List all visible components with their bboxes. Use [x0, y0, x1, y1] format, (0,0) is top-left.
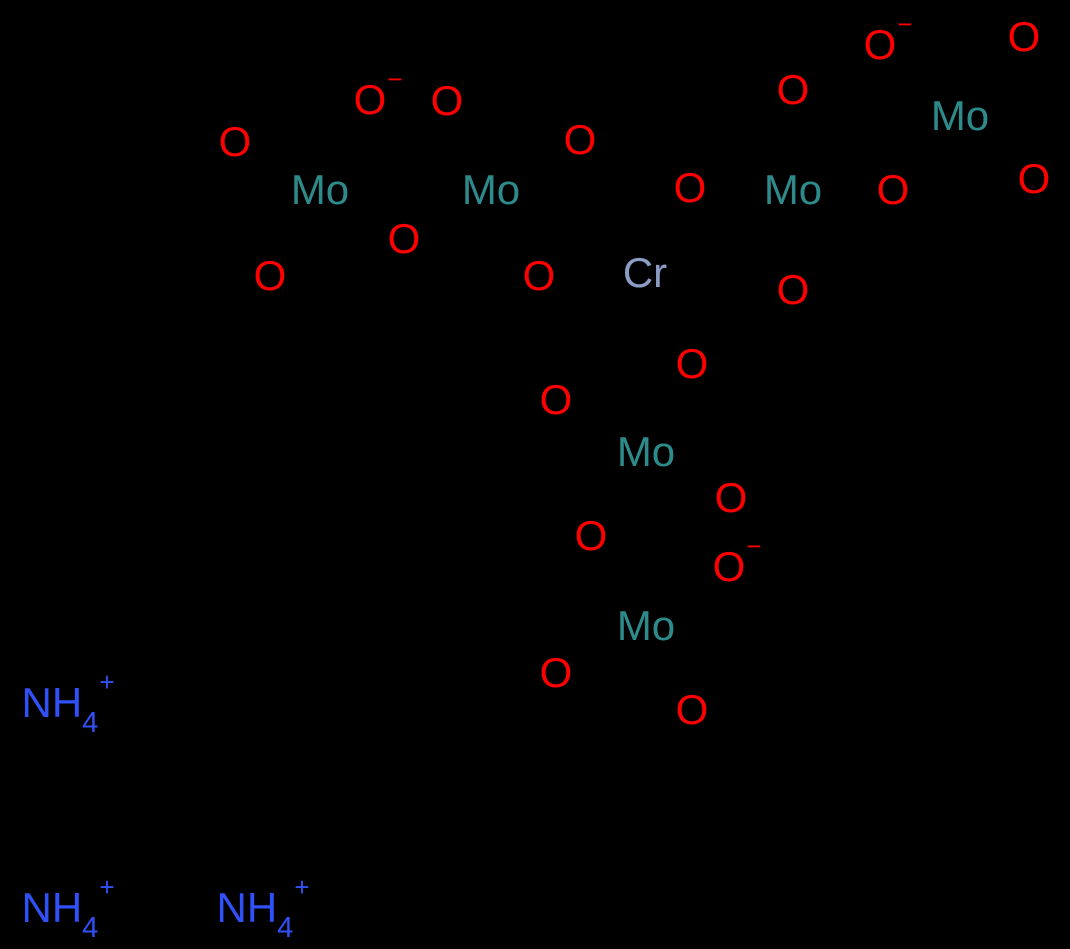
atom-label-o: O: [673, 164, 707, 211]
bond-line: [500, 208, 530, 258]
atom-label-o: O: [539, 376, 573, 423]
atom-label-o: O: [387, 215, 421, 262]
bond-line: [654, 382, 684, 434]
atom-label-o: O: [714, 474, 748, 521]
atom-label-o-anion: O−: [863, 9, 913, 68]
atom-label-cr: Cr: [622, 249, 668, 296]
ammonium-ion-label: NH4+: [216, 874, 310, 943]
bond-line: [458, 118, 486, 170]
bond-line: [567, 290, 634, 383]
atom-label-o-anion: O−: [712, 531, 762, 590]
atom-label-o: O: [218, 118, 252, 165]
atom-label-o: O: [876, 166, 910, 213]
ammonium-ion-label: NH4+: [21, 669, 115, 738]
bond-line: [601, 469, 636, 519]
bond-line: [282, 209, 313, 260]
atom-label-o: O: [253, 252, 287, 299]
atom-label-o: O: [563, 116, 597, 163]
atom-label-o: O: [539, 649, 573, 696]
atom-label-mo: Mo: [763, 166, 823, 213]
negative-charge-symbol: −: [746, 531, 762, 562]
positive-charge-symbol: +: [99, 667, 115, 698]
bond-line: [277, 206, 308, 257]
hydrogen-count-subscript: 4: [82, 912, 99, 945]
ammonium-ion-label: NH4+: [21, 874, 115, 943]
bond-line: [330, 117, 368, 173]
bond-line: [560, 272, 624, 277]
bond-line: [653, 206, 682, 255]
bond-line: [711, 186, 772, 192]
hydrogen-count-subscript: 4: [277, 912, 294, 945]
positive-charge-symbol: +: [294, 872, 310, 903]
atom-label-o: O: [1017, 155, 1051, 202]
atom-label-mo: Mo: [461, 166, 521, 213]
hydrogen-count-subscript: 4: [82, 707, 99, 740]
atom-label-o: O: [776, 266, 810, 313]
atom-label-o: O: [574, 512, 608, 559]
bond-line: [653, 291, 684, 346]
bond-line: [657, 643, 686, 690]
atom-label-o: O: [1007, 13, 1041, 60]
atom-label-o: O: [522, 252, 556, 299]
ammonium-formula: NH: [216, 884, 278, 931]
atom-label-o: O: [430, 77, 464, 124]
ammonium-formula: NH: [21, 884, 83, 931]
atom-label-o-anion: O−: [353, 64, 403, 123]
ammonium-formula: NH: [21, 679, 83, 726]
bond-line: [601, 553, 636, 609]
positive-charge-symbol: +: [99, 872, 115, 903]
atom-label-o: O: [675, 686, 709, 733]
atom-label-mo: Mo: [616, 602, 676, 649]
bond-line: [970, 51, 1009, 98]
bond-line: [452, 121, 480, 173]
atom-label-o: O: [776, 66, 810, 113]
atom-label-mo: Mo: [930, 92, 990, 139]
negative-charge-symbol: −: [387, 64, 403, 95]
atom-label-mo: Mo: [616, 428, 676, 475]
atom-label-o: O: [675, 340, 709, 387]
negative-charge-symbol: −: [897, 9, 913, 40]
atom-label-mo: Mo: [290, 166, 350, 213]
